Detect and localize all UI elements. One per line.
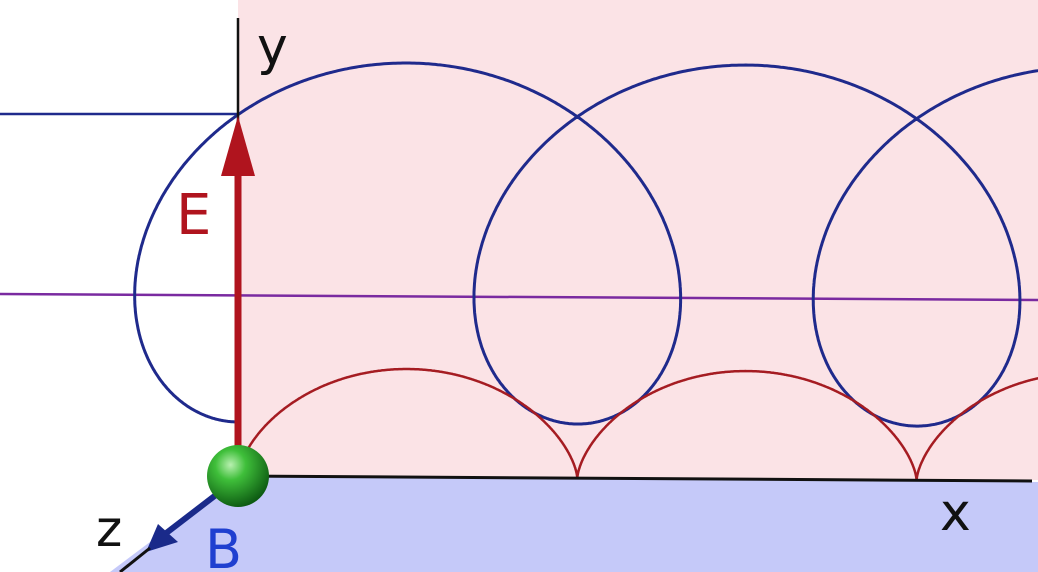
z-axis-line [119, 546, 151, 572]
e-field-label: E [176, 183, 211, 248]
b-field-label: B [205, 518, 242, 572]
y-axis-label: y [257, 17, 288, 77]
purple-horizontal-line [0, 292, 1038, 302]
red-cycloid-trajectory [236, 367, 1038, 481]
b-vector-head [146, 524, 178, 552]
x-axis-label: x [940, 483, 971, 543]
x-axis-line [237, 474, 1033, 483]
charge-sphere [207, 445, 269, 507]
electric-field-arrow [221, 116, 255, 460]
xy-plane-background [238, 0, 1038, 480]
z-axis-label: z [96, 500, 122, 558]
xz-plane-background [110, 476, 1038, 572]
e-vector-head [221, 116, 255, 176]
